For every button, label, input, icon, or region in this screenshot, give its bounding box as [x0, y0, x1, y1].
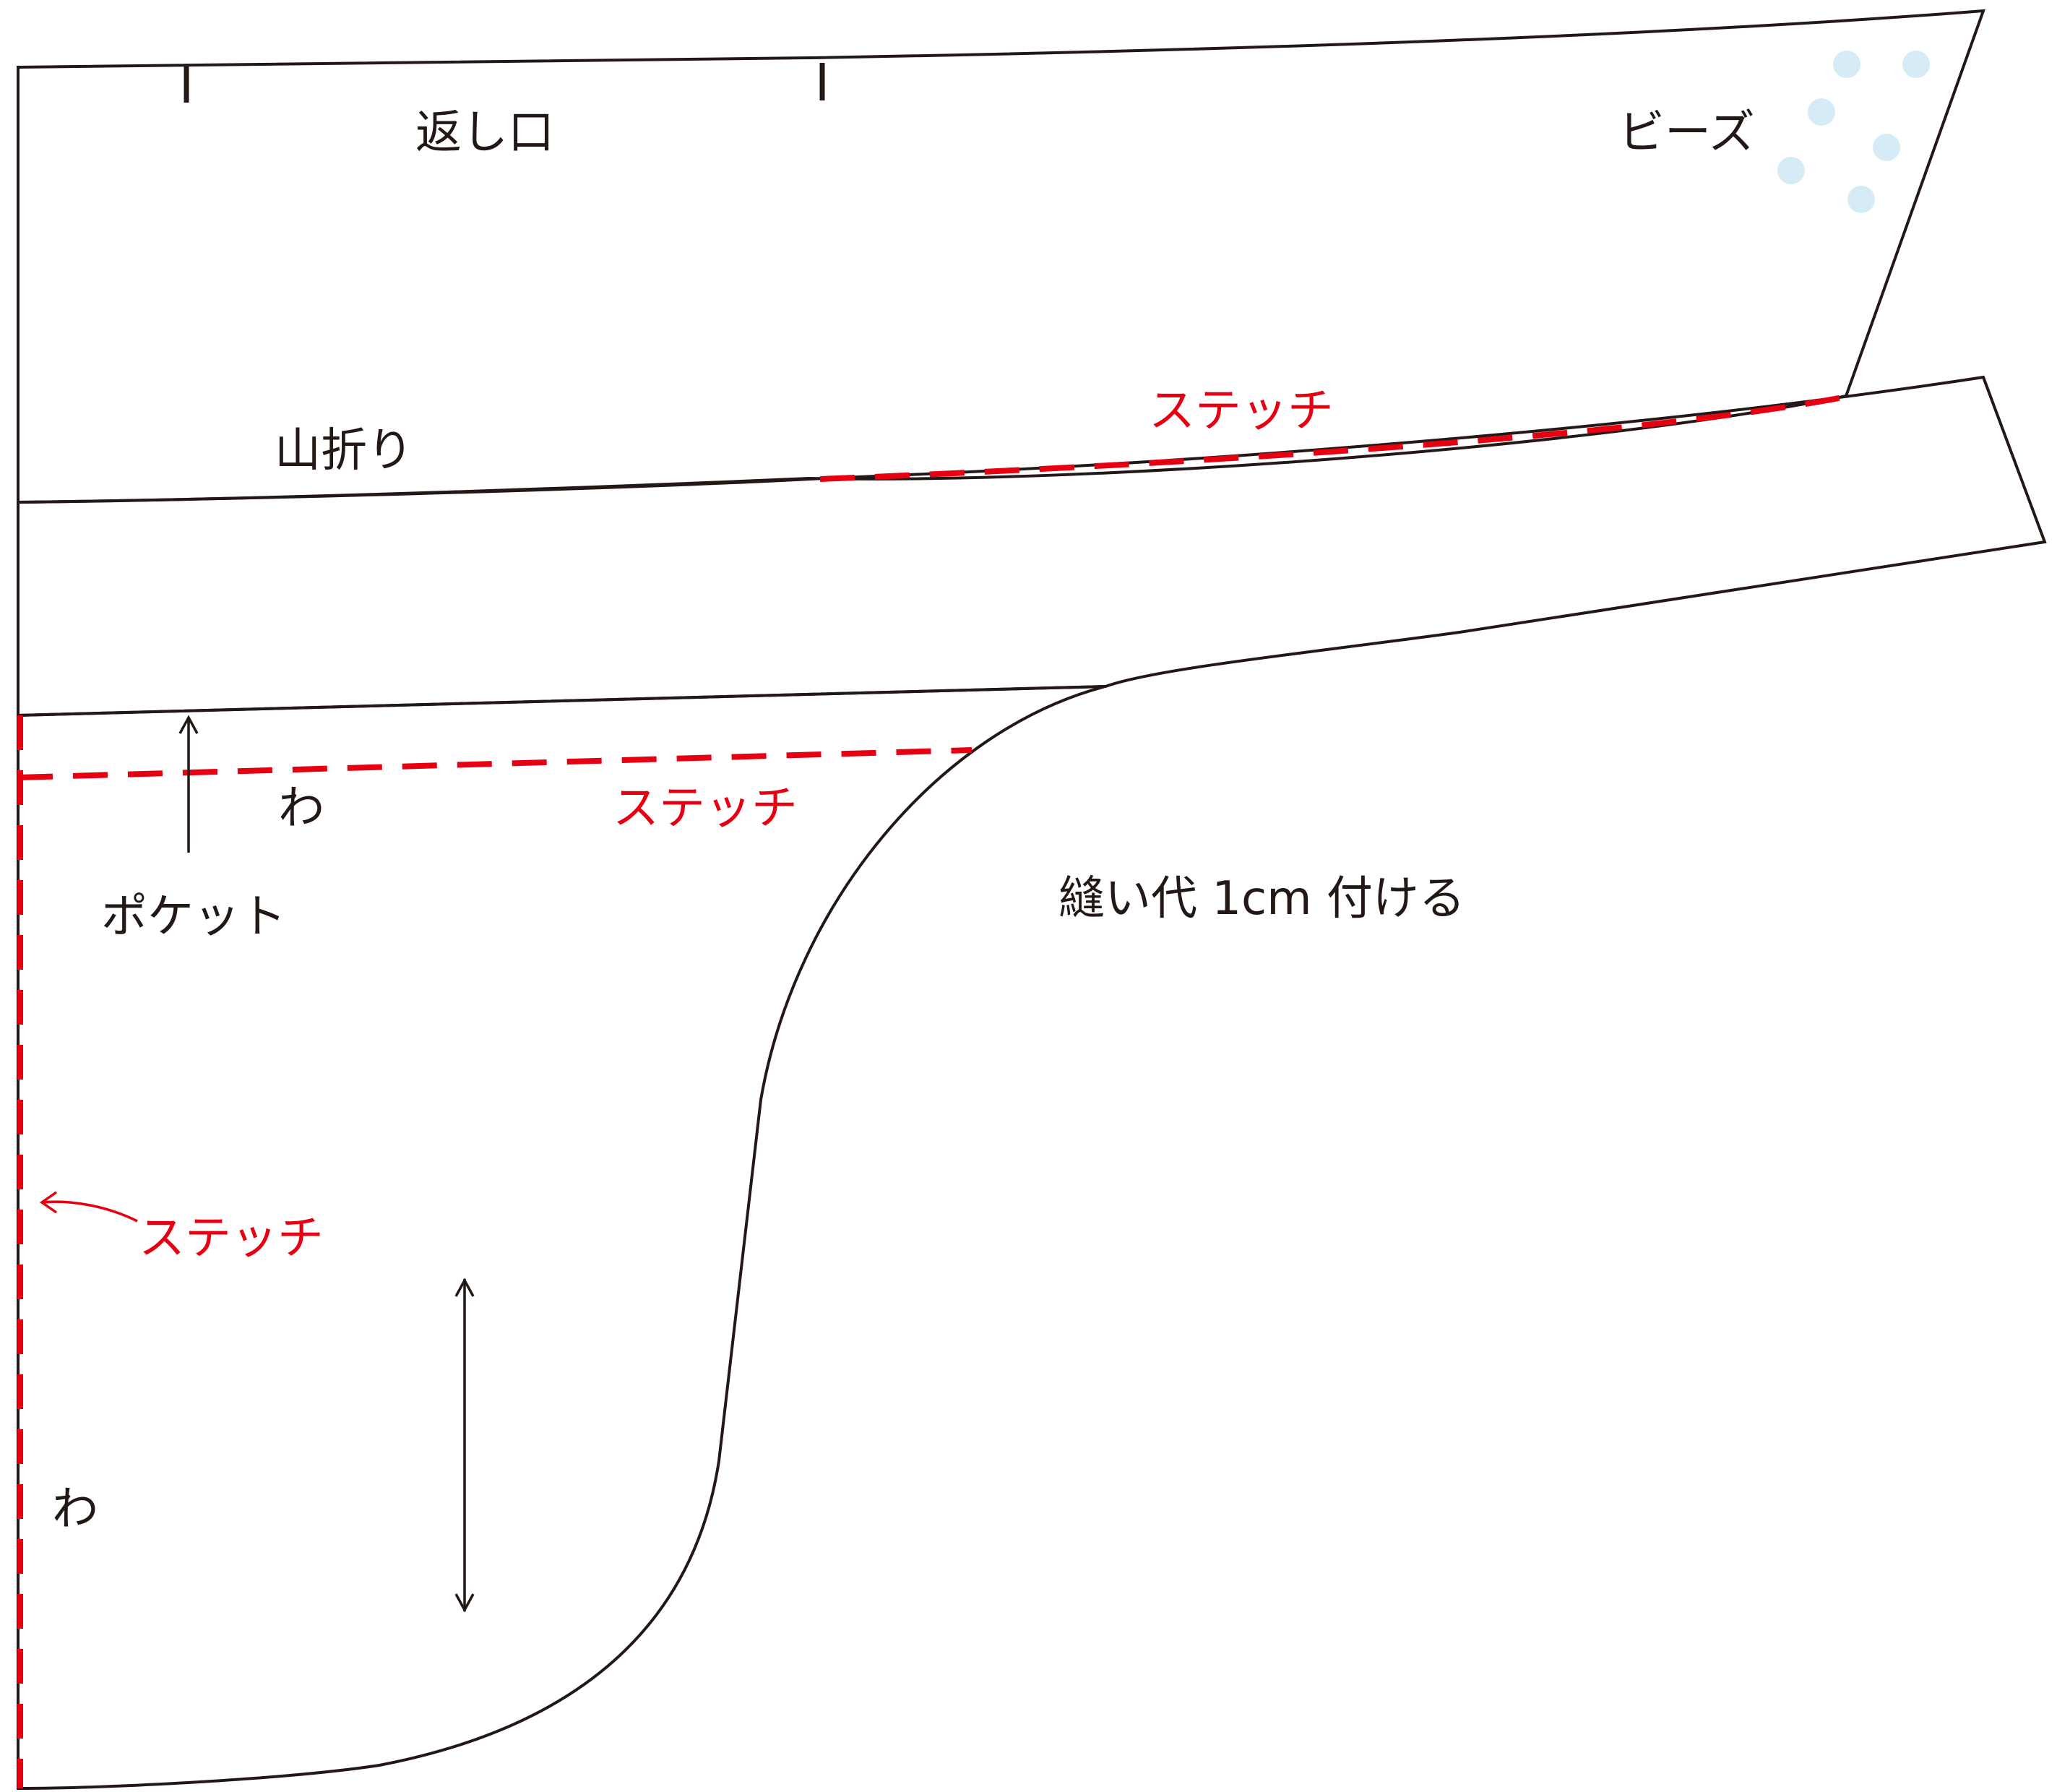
grainline-arrow-icon	[454, 1278, 475, 1613]
label-mountain-fold: 山折り	[275, 424, 413, 478]
stitch-line-top	[819, 393, 1850, 482]
stitch-line-middle	[17, 747, 973, 780]
beads-icon	[1777, 51, 1930, 213]
label-seam-allowance: 縫い代 1cm 付ける	[1058, 872, 1465, 926]
label-fold-upper: わ	[278, 782, 324, 835]
label-stitch-side: ステッチ	[139, 1212, 324, 1265]
side-stitch-pointer-icon	[39, 1191, 138, 1223]
pocket-arrow-icon	[178, 715, 199, 853]
label-fold-lower: わ	[52, 1483, 98, 1536]
label-stitch-middle: ステッチ	[613, 782, 798, 835]
pocket-piece-outline	[17, 685, 1106, 1791]
label-pocket: ポケット	[101, 890, 286, 944]
middle-band-outline	[17, 375, 2047, 718]
label-stitch-top: ステッチ	[1149, 384, 1334, 438]
label-turning-opening: 返し口	[415, 106, 554, 160]
label-beads: ビーズ	[1618, 106, 1755, 160]
